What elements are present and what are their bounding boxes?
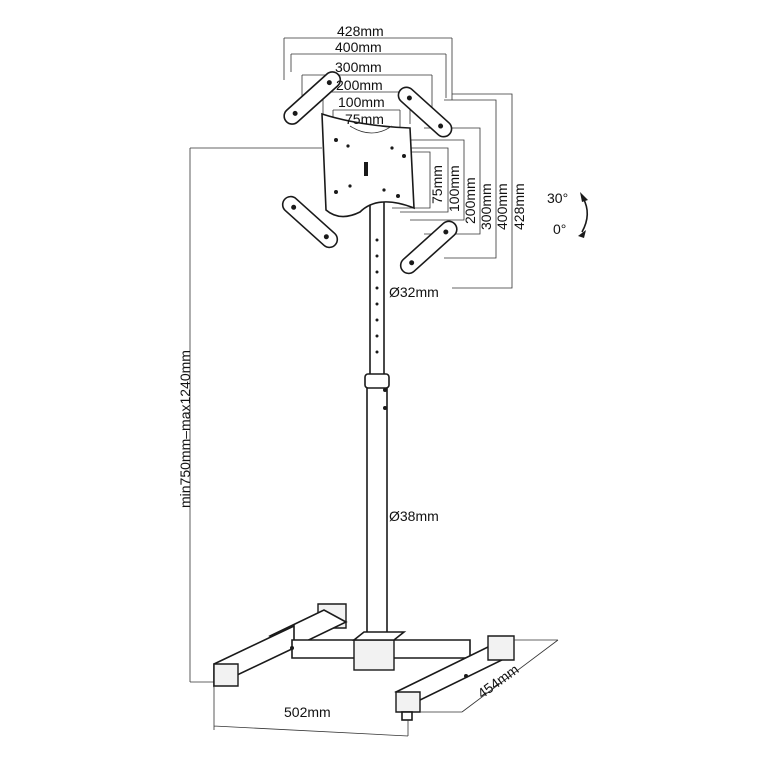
base-width-label: 502mm bbox=[284, 704, 331, 720]
height-dimension-line bbox=[189, 147, 322, 683]
base-dimension-lines bbox=[213, 639, 559, 737]
base bbox=[213, 603, 515, 721]
vesa-side-75: 75mm bbox=[429, 165, 445, 204]
vesa-top-300: 300mm bbox=[335, 59, 382, 75]
vesa-side-300: 300mm bbox=[478, 183, 494, 230]
vesa-top-428: 428mm bbox=[337, 23, 384, 39]
vesa-side-400: 400mm bbox=[494, 183, 510, 230]
vesa-side-200: 200mm bbox=[462, 177, 478, 224]
vesa-top-labels: 428mm 400mm 300mm 200mm 100mm 75mm bbox=[335, 23, 385, 127]
vesa-side-labels: 75mm 100mm 200mm 300mm 400mm 428mm bbox=[429, 165, 527, 230]
lower-pole bbox=[364, 373, 390, 653]
lower-tube-label: Ø38mm bbox=[389, 508, 439, 524]
upper-pole bbox=[369, 189, 385, 383]
vesa-plate bbox=[321, 112, 415, 218]
vesa-top-100: 100mm bbox=[338, 94, 385, 110]
vesa-top-75: 75mm bbox=[345, 111, 384, 127]
tilt-up-label: 30° bbox=[547, 190, 568, 206]
tilt-arrow bbox=[578, 192, 589, 238]
vesa-arms bbox=[281, 71, 458, 275]
tilt-down-label: 0° bbox=[553, 221, 566, 237]
vesa-top-400: 400mm bbox=[335, 39, 382, 55]
vesa-top-200: 200mm bbox=[336, 77, 383, 93]
upper-tube-label: Ø32mm bbox=[389, 284, 439, 300]
height-label: min750mm–max1240mm bbox=[177, 350, 193, 508]
vesa-side-100: 100mm bbox=[446, 165, 462, 212]
vesa-side-428: 428mm bbox=[511, 183, 527, 230]
